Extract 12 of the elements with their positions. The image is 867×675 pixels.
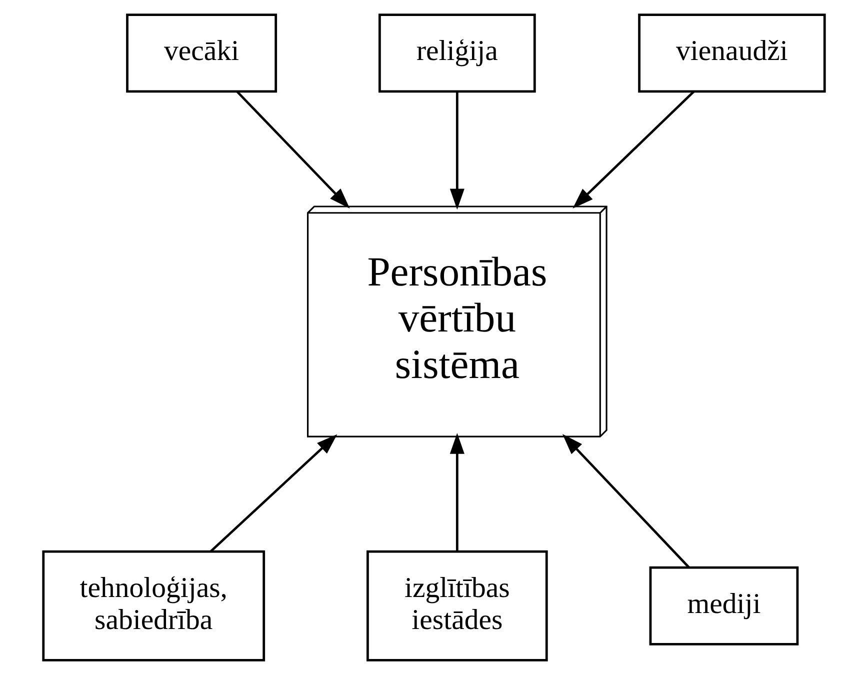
arrow xyxy=(562,434,690,568)
node-box: reliģija xyxy=(378,14,536,93)
arrow xyxy=(236,90,350,209)
node-box: izglītības iestādes xyxy=(366,550,548,662)
node-box: vienaudži xyxy=(638,14,826,93)
arrow xyxy=(572,90,694,208)
node-box: mediji xyxy=(648,566,798,646)
arrow xyxy=(449,92,464,210)
arrow xyxy=(449,433,464,552)
node-box: vecāki xyxy=(126,14,277,93)
arrow xyxy=(210,434,337,552)
node-box: tehnoloģijas, sabiedrība xyxy=(42,550,265,662)
